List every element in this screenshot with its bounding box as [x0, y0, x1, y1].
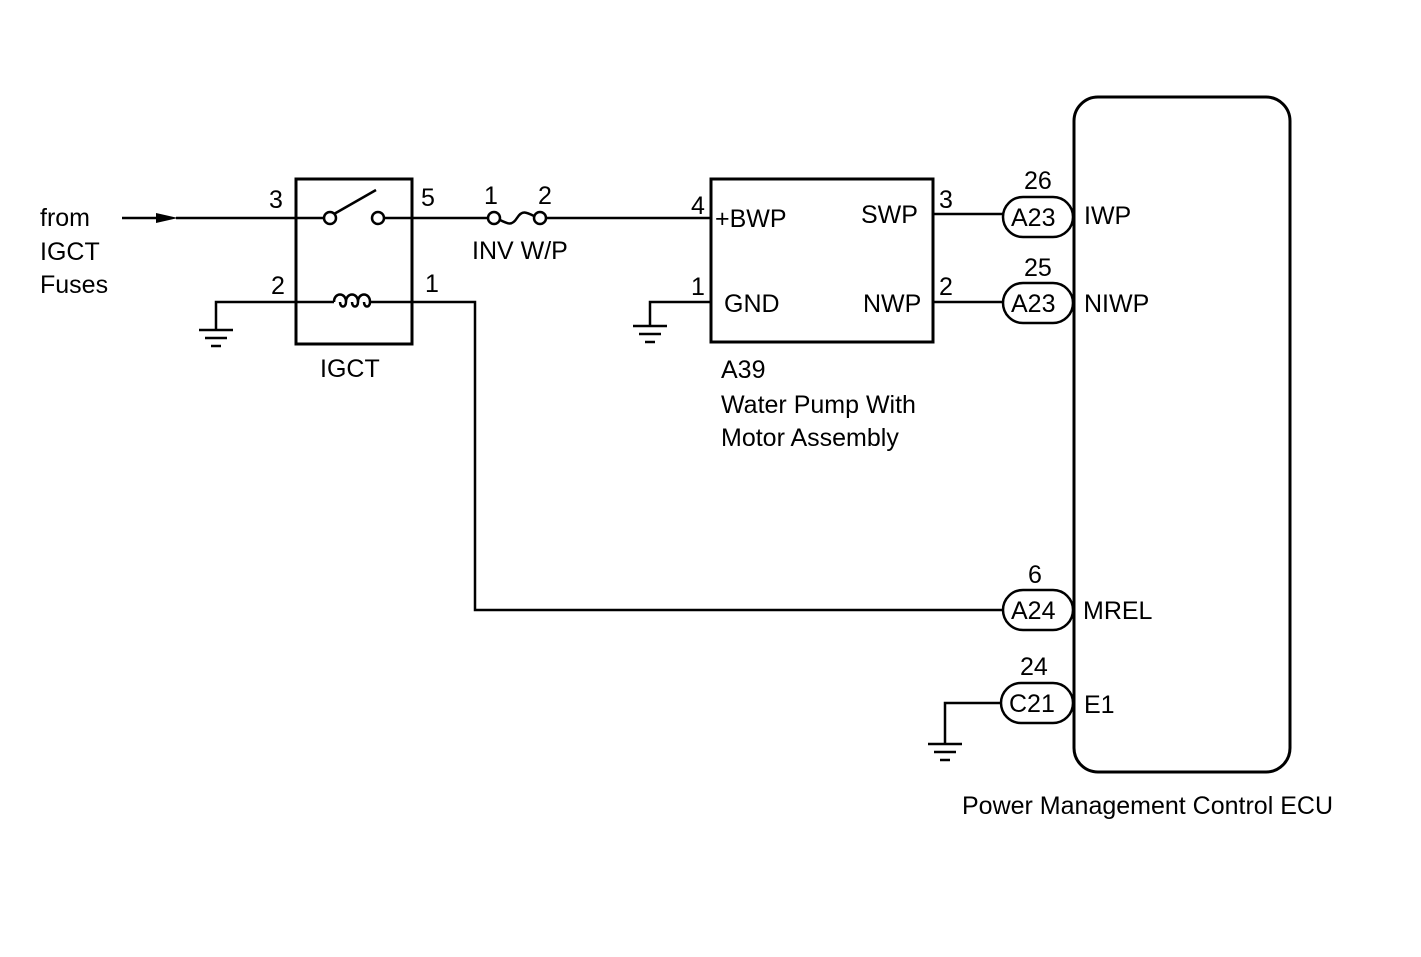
- pump-pin-1: 1: [691, 273, 705, 301]
- pump-terminal-swp: SWP: [861, 201, 918, 229]
- ground-icon: [633, 324, 667, 344]
- relay-pin-5: 5: [421, 184, 435, 212]
- pump-code: A39: [721, 356, 765, 384]
- pump-name-line-2: Motor Assembly: [721, 424, 899, 452]
- ecu-terminal-label: IWP: [1084, 202, 1131, 230]
- connector-badge: [1001, 588, 1075, 632]
- source-label-line-1: from: [40, 204, 90, 232]
- igct-relay: 3 5 2 1 IGCT: [269, 177, 439, 383]
- water-pump-a39: 4 +BWP 1 GND 3 SWP 2 NWP A39 Water Pump …: [691, 177, 953, 452]
- pump-pin-4: 4: [691, 192, 705, 220]
- relay-box: [294, 177, 414, 346]
- fuse-pin-2: 2: [538, 182, 552, 210]
- relay-ground: [199, 300, 296, 348]
- relay-coil-icon: [296, 293, 412, 308]
- ecu-connection-niwp: A23 25 NIWP: [933, 254, 1149, 325]
- ecu-pin-number: 26: [1024, 167, 1052, 195]
- ecu-pin-number: 25: [1024, 254, 1052, 282]
- ecu-pin-number: 6: [1028, 561, 1042, 589]
- pump-terminal-nwp: NWP: [863, 290, 921, 318]
- fuse-name: INV W/P: [472, 237, 568, 265]
- ground-icon: [928, 742, 962, 762]
- pump-terminal-bwp: +BWP: [715, 205, 787, 233]
- ecu-terminal-label: NIWP: [1084, 290, 1149, 318]
- connector-code: A23: [1011, 204, 1055, 232]
- relay-pin-1: 1: [425, 270, 439, 298]
- arrow-right-icon: [156, 213, 178, 223]
- wire-relay-to-mrel: [412, 300, 1003, 612]
- fuse-inv-wp: 1 2 INV W/P: [412, 182, 568, 265]
- connector-badge: [1001, 281, 1075, 325]
- relay-pin-2: 2: [271, 272, 285, 300]
- power-management-ecu: Power Management Control ECU: [962, 95, 1333, 820]
- source-label-line-2: IGCT: [40, 238, 100, 266]
- relay-switch-icon: [296, 188, 412, 226]
- fuse-pin-1: 1: [484, 182, 498, 210]
- ecu-terminal-label: MREL: [1083, 597, 1153, 625]
- connector-code: C21: [1009, 690, 1055, 718]
- ecu-connection-e1: C21 24 E1: [928, 653, 1115, 762]
- ground-icon: [199, 328, 233, 348]
- ecu-connection-mrel: A24 6 MREL: [412, 300, 1153, 632]
- power-source: from IGCT Fuses: [40, 204, 178, 299]
- relay-name: IGCT: [320, 355, 380, 383]
- connector-code: A24: [1011, 597, 1056, 625]
- ecu-terminal-label: E1: [1084, 691, 1115, 719]
- relay-ground-wire: [214, 300, 296, 330]
- connector-badge: [1001, 195, 1075, 239]
- pump-box: [709, 177, 935, 344]
- source-label-line-3: Fuses: [40, 271, 108, 299]
- connector-code: A23: [1011, 290, 1055, 318]
- ecu-connection-iwp: A23 26 IWP: [933, 167, 1131, 239]
- relay-pin-3: 3: [269, 186, 283, 214]
- pump-ground-wire: [648, 300, 711, 326]
- ecu-name: Power Management Control ECU: [962, 792, 1333, 820]
- pump-pin-2: 2: [939, 273, 953, 301]
- fuse-icon: [499, 211, 535, 225]
- e1-ground-wire: [943, 701, 1001, 744]
- pump-ground: [633, 300, 711, 344]
- ecu-box: [1072, 95, 1292, 774]
- ecu-pin-number: 24: [1020, 653, 1048, 681]
- pump-terminal-gnd: GND: [724, 290, 780, 318]
- pump-pin-3: 3: [939, 186, 953, 214]
- pump-name-line-1: Water Pump With: [721, 391, 916, 419]
